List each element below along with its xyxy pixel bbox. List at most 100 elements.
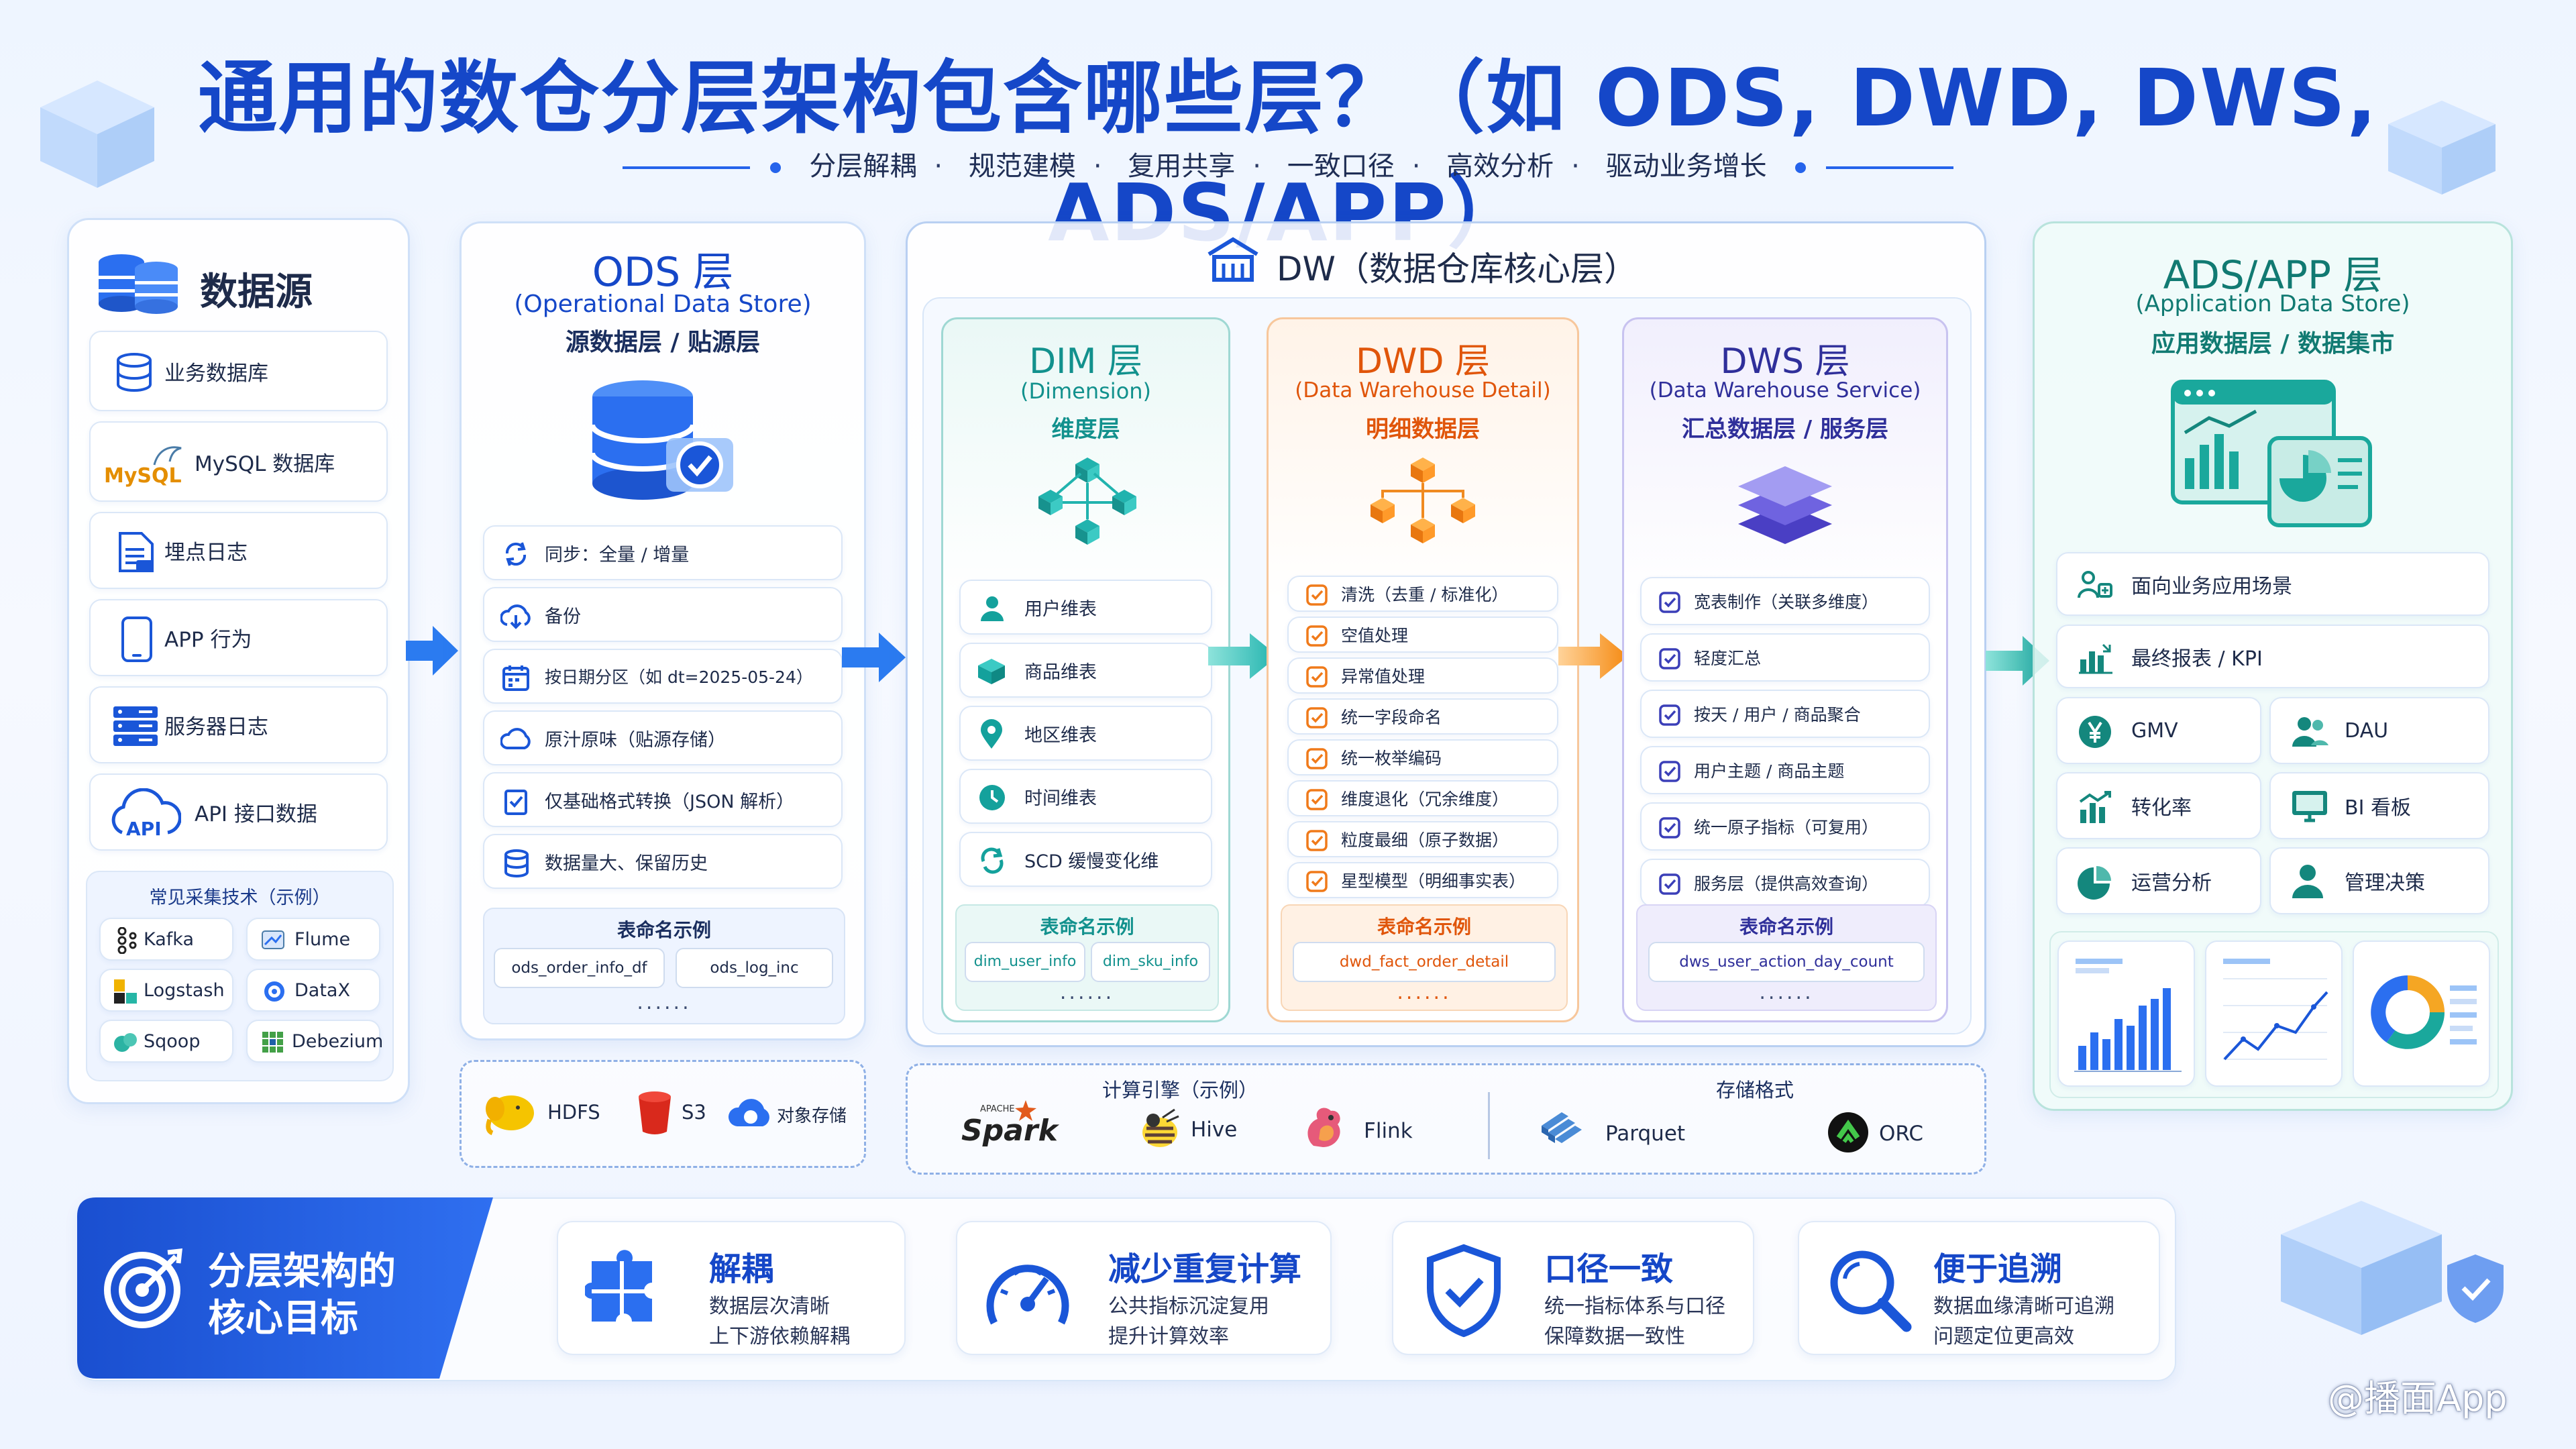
subtitle-line-left [622,166,750,169]
monitor-icon [2292,791,2327,822]
mini-bar-chart [2057,941,2195,1087]
dim-subtitle-en: (Dimension) [1020,378,1152,404]
ads-metric-label: BI 看板 [2345,796,2411,820]
goals-title-block: 分层架构的 核心目标 [77,1197,493,1379]
box-icon [978,659,1005,684]
shield-check-icon [1427,1244,1501,1338]
ods-item-history: 数据量大、保留历史 [483,834,843,889]
aggregate-icon [1659,648,1680,669]
goal-desc-line1: 统一指标体系与口径 [1544,1295,1725,1318]
checklist-icon [504,790,527,815]
ads-item-kpi: 最终报表 / KPI [2056,625,2489,688]
dim-item-label: 商品维表 [1024,661,1097,683]
dwd-item-label: 星型模型（明细事实表） [1341,871,1526,891]
dws-subtitle-cn: 汇总数据层 / 服务层 [1681,416,1889,443]
dwd-item: 星型模型（明细事实表） [1287,862,1558,898]
dim-naming-tag: dim_sku_info [1091,942,1210,982]
kafka-icon [117,927,137,954]
decor-cubes-right [2375,87,2509,201]
manager-icon [2292,865,2323,898]
dashboard-icon [2171,380,2372,527]
ads-metric-gmv: GMV [2056,697,2261,764]
formats-title: 存储格式 [1716,1079,1794,1102]
ods-panel: ODS 层 (Operational Data Store) 源数据层 / 贴源… [460,221,866,1040]
refresh-icon [981,847,1004,874]
source-item-mysql: MySQL MySQL 数据库 [89,421,388,502]
ads-metric-decision: 管理决策 [2269,847,2489,914]
ads-item-label: 面向业务应用场景 [2131,574,2292,598]
tech-debezium: Debezium [246,1020,383,1063]
storage-label-object: 对象存储 [777,1106,847,1126]
ads-metric-label: GMV [2131,718,2178,743]
warning-icon [1306,666,1328,688]
calendar-icon [502,665,529,691]
ods-item-raw: 原汁原味（贴源存储） [483,710,843,765]
dws-item: 宽表制作（关联多维度） [1640,577,1930,625]
dws-item-label: 服务层（提供高效查询） [1694,874,1879,894]
mini-donut-chart-graphic [2371,975,2477,1049]
goal-title: 减少重复计算 [1108,1250,1302,1288]
goal-desc-line2: 问题定位更高效 [1933,1325,2074,1348]
ods-item-label: 按日期分区（如 dt=2025-05-24） [545,667,813,687]
dws-item-label: 统一原子指标（可复用） [1694,818,1879,837]
dws-panel: DWS 层 (Data Warehouse Service) 汇总数据层 / 服… [1622,317,1948,1022]
format-label-orc: ORC [1879,1122,1924,1146]
dwd-naming-title: 表命名示例 [1377,916,1471,938]
bar-chart-icon [2079,643,2112,674]
ods-item-format: 仅基础格式转换（JSON 解析） [483,772,843,827]
dwd-item-label: 异常值处理 [1341,667,1426,686]
service-icon [1659,873,1680,895]
cloud-api-icon: API [107,788,181,842]
dws-item-label: 宽表制作（关联多维度） [1694,592,1879,612]
dwd-item-label: 统一字段命名 [1341,708,1442,727]
ods-subtitle-cn: 源数据层 / 贴源层 [565,329,761,356]
sources-title: 数据源 [200,270,313,314]
goal-card-consistency: 口径一致 统一指标体系与口径 保障数据一致性 [1392,1221,1754,1355]
goal-desc-line2: 上下游依赖解耦 [709,1325,850,1348]
source-item-business-db: 业务数据库 [89,331,388,411]
cloud-icon [500,728,531,749]
dws-item: 统一原子指标（可复用） [1640,802,1930,851]
dim-naming-box: 表命名示例 dim_user_info dim_sku_info ...... [955,904,1219,1011]
dim-item-label: 时间维表 [1024,788,1097,809]
ods-database-icon [590,380,733,500]
subtitle-item: 规范建模 [968,151,1076,182]
detail-cubes-icon [1371,458,1475,543]
dwd-item-label: 粒度最细（原子数据） [1341,830,1509,850]
warehouse-icon [1208,237,1258,282]
dws-item: 按天 / 用户 / 商品聚合 [1640,690,1930,738]
ads-metric-ops: 运营分析 [2056,847,2261,914]
format-label-parquet: Parquet [1605,1122,1686,1146]
mini-bar-chart-graphic [2074,959,2182,1072]
engine-label-hive: Hive [1191,1118,1238,1142]
ods-title: ODS 层 [592,249,734,296]
hdfs-elephant-icon [486,1095,534,1136]
decor-cubes-left [20,67,174,201]
location-pin-icon [981,719,1002,749]
collection-tech-box: 常见采集技术（示例） Kafka Flume Logstash DataX Sq… [86,871,394,1081]
dwd-item-label: 统一枚举编码 [1341,749,1442,768]
dws-item-label: 轻度汇总 [1694,649,1762,668]
source-label: 业务数据库 [164,361,268,386]
tech-label: Flume [294,928,351,950]
database-icon [117,353,152,392]
subtitle-item: 一致口径 [1287,151,1395,182]
tech-kafka: Kafka [99,918,233,961]
tech-label: Kafka [144,928,194,950]
puzzle-icon [585,1250,652,1322]
ods-item-label: 原汁原味（贴源存储） [545,729,726,751]
object-storage-cloud-icon [728,1099,769,1126]
ads-metric-conversion: 转化率 [2056,772,2261,839]
dw-engines-box: 计算引擎（示例） APACHE Spark Hive Flink 存储格式 Pa… [906,1063,1986,1175]
collection-tech-title: 常见采集技术（示例） [149,888,331,908]
dim-naming-tag: dim_user_info [965,942,1085,982]
dim-naming-title: 表命名示例 [1040,916,1134,938]
ods-item-label: 备份 [545,606,581,627]
dim-item-label: 用户维表 [1024,598,1097,620]
dwd-item: 统一字段命名 [1287,698,1558,735]
tech-label: Sqoop [144,1030,201,1052]
ods-item-label: 仅基础格式转换（JSON 解析） [545,791,795,812]
dim-item-label: 地区维表 [1024,724,1097,746]
tech-label: Logstash [144,979,225,1001]
mysql-logo-text: MySQL [104,464,182,488]
